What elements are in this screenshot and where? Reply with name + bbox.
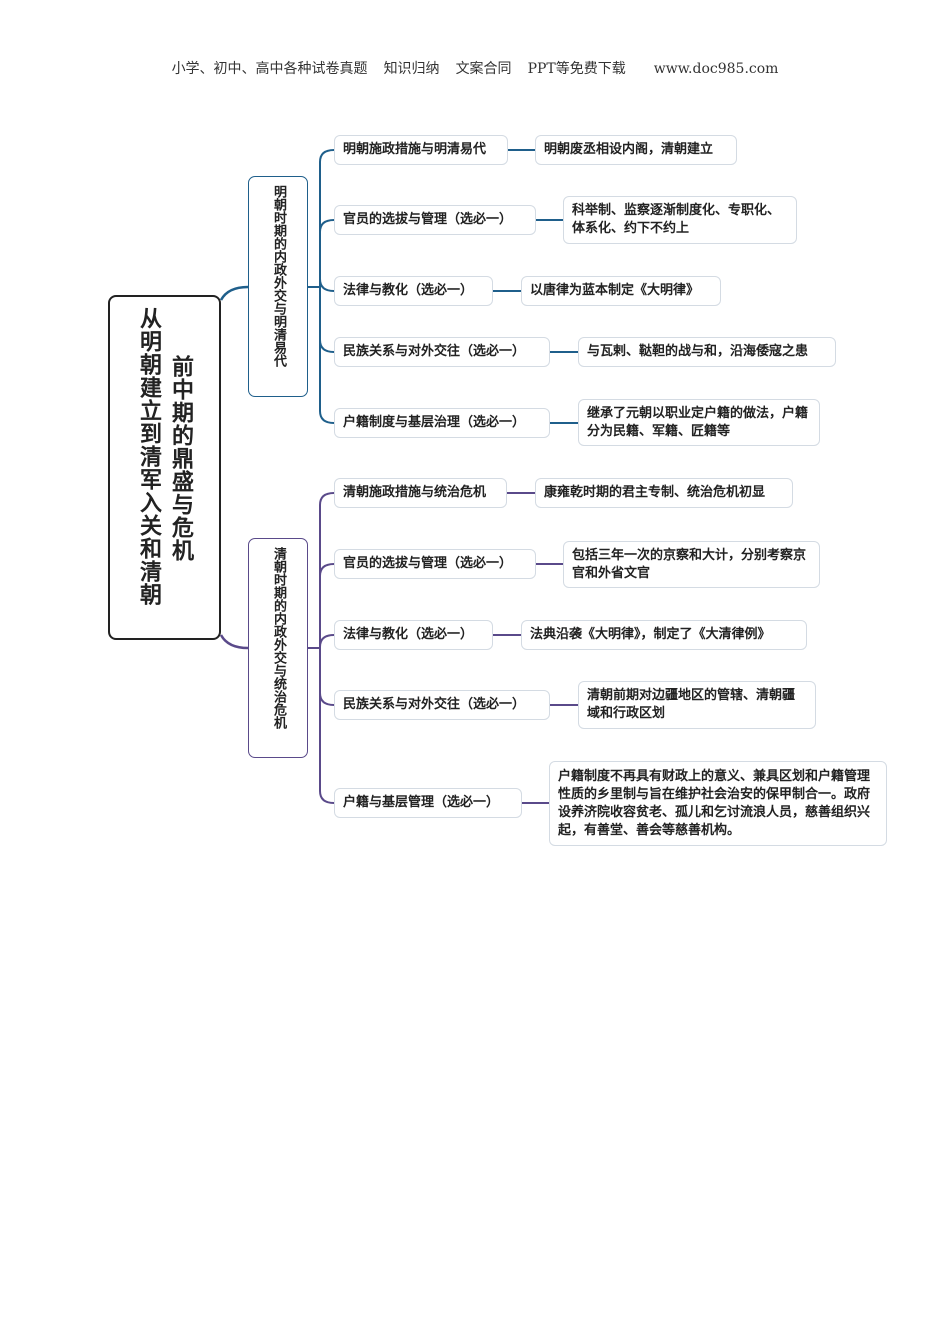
detail-node: 以唐律为蓝本制定《大明律》: [521, 276, 721, 306]
connector: [319, 287, 335, 353]
topic-node: 户籍制度与基层治理（选必一）: [334, 408, 550, 438]
connector: [219, 634, 249, 650]
connector: [319, 278, 335, 292]
connector: [319, 149, 335, 287]
root-title-line1: 从明朝建立到清军入关和清朝: [136, 307, 161, 606]
header-text: 小学、初中、高中各种试卷真题: [171, 61, 368, 77]
connector: [319, 634, 335, 648]
detail-node: 清朝前期对边疆地区的管辖、清朝疆域和行政区划: [578, 681, 816, 729]
detail-node: 科举制、监察逐渐制度化、专职化、体系化、约下不约上: [563, 196, 797, 244]
topic-node: 户籍与基层管理（选必一）: [334, 788, 522, 818]
branch-ming: 明朝时期的内政外交与明清易代: [248, 176, 308, 397]
header-text: 文案合同: [455, 61, 512, 77]
detail-node: 与瓦剌、鞑靼的战与和，沿海倭寇之患: [578, 337, 836, 367]
topic-node: 官员的选拔与管理（选必一）: [334, 549, 536, 579]
detail-node: 法典沿袭《大明律》，制定了《大清律例》: [521, 620, 807, 650]
connector: [319, 219, 335, 287]
branch-qing: 清朝时期的内政外交与统治危机: [248, 538, 308, 758]
connector: [319, 648, 335, 706]
detail-node: 户籍制度不再具有财政上的意义、兼具区划和户籍管理性质的乡里制与旨在维护社会治安的…: [549, 761, 887, 846]
root-node: 从明朝建立到清军入关和清朝 前中期的鼎盛与危机: [108, 295, 221, 640]
topic-node: 法律与教化（选必一）: [334, 620, 493, 650]
topic-node: 明朝施政措施与明清易代: [334, 135, 508, 165]
header-link[interactable]: www.doc985.com: [653, 61, 779, 77]
connector: [319, 492, 335, 648]
header-text: 知识归纳: [383, 61, 440, 77]
topic-node: 法律与教化（选必一）: [334, 276, 493, 306]
detail-node: 明朝废丞相设内阁，清朝建立: [535, 135, 737, 165]
detail-node: 继承了元朝以职业定户籍的做法，户籍分为民籍、军籍、匠籍等: [578, 399, 820, 446]
branch-title: 清朝时期的内政外交与统治危机: [271, 547, 286, 729]
detail-node: 包括三年一次的京察和大计，分别考察京官和外省文官: [563, 541, 820, 588]
connector: [319, 563, 335, 648]
page-header: 小学、初中、高中各种试卷真题知识归纳文案合同 PPT等免费下载 www.doc985…: [0, 58, 950, 78]
topic-node: 清朝施政措施与统治危机: [334, 478, 507, 508]
topic-node: 民族关系与对外交往（选必一）: [334, 690, 550, 720]
connector: [219, 285, 249, 301]
connector: [319, 648, 335, 804]
detail-node: 康雍乾时期的君主专制、统治危机初显: [535, 478, 793, 508]
root-title-line2: 前中期的鼎盛与危机: [168, 355, 193, 562]
topic-node: 民族关系与对外交往（选必一）: [334, 337, 550, 367]
connector: [319, 287, 335, 424]
header-text: PPT等免费下载: [527, 61, 626, 77]
topic-node: 官员的选拔与管理（选必一）: [334, 205, 536, 235]
branch-title: 明朝时期的内政外交与明清易代: [271, 185, 286, 367]
